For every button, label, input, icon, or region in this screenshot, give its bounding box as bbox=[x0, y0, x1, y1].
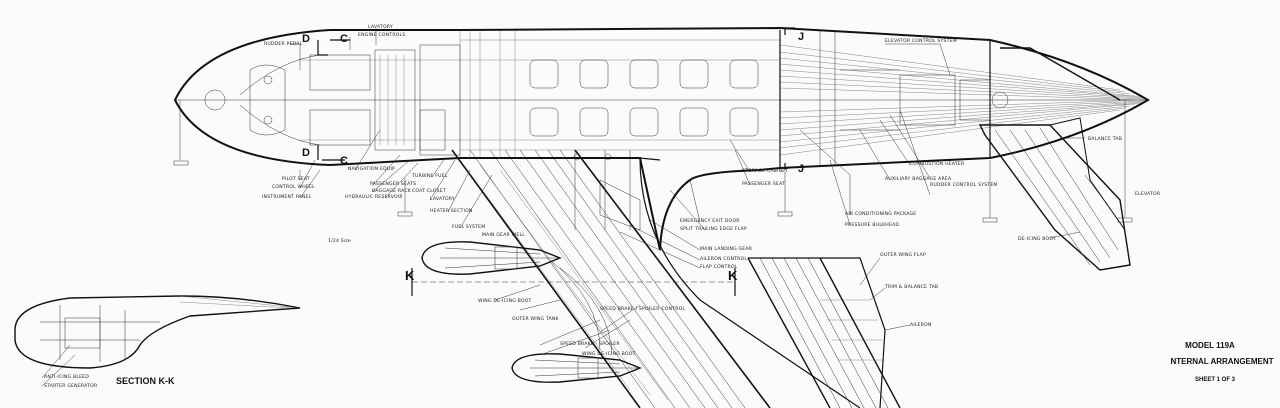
callout-control-wheel: CONTROL WHEEL bbox=[272, 184, 315, 190]
callout-aileron: AILERON bbox=[910, 322, 932, 328]
callout-elevator: ELEVATOR bbox=[1135, 191, 1161, 197]
callout-wing-deicing-boot: WING DE-ICING BOOT bbox=[478, 298, 532, 304]
callout-auxiliary-baggage: AUXILIARY BAGGAGE AREA bbox=[885, 176, 952, 182]
callout-emergency-exit: EMERGENCY EXIT DOOR bbox=[680, 218, 740, 224]
inner-wing-right bbox=[747, 257, 901, 408]
title-block-model: MODEL 119A bbox=[1185, 341, 1235, 350]
callout-outer-wing-flap: OUTER WING FLAP bbox=[880, 252, 926, 258]
fuselage bbox=[173, 26, 1150, 251]
section-marker-c-upper: C bbox=[340, 33, 348, 45]
callout-lavatory-2: LAVATORY bbox=[430, 196, 455, 202]
callout-aileron-control: AILERON CONTROL bbox=[700, 256, 747, 262]
section-marker-k-right: K bbox=[728, 268, 738, 283]
callout-main-gear-well: MAIN GEAR WELL bbox=[482, 232, 525, 238]
callout-passenger-seat: PASSENGER SEAT bbox=[742, 181, 785, 187]
scale-note: 1/24 Size bbox=[328, 238, 351, 244]
callout-coat-closet: COAT CLOSET bbox=[412, 188, 446, 194]
engine-pod-upper bbox=[421, 241, 562, 275]
callout-main-landing-gear: MAIN LANDING GEAR bbox=[700, 246, 753, 252]
horizontal-tail bbox=[978, 47, 1131, 271]
callout-baggage-rack: BAGGAGE RACK bbox=[372, 188, 412, 194]
callout-speed-brake-control: SPEED BRAKE / SPOILER CONTROL bbox=[600, 306, 685, 312]
section-markers bbox=[317, 27, 795, 296]
title-block: MODEL 119A NTERNAL ARRANGEMENT SHEET 1 O… bbox=[1170, 341, 1273, 383]
section-marker-c-lower: C bbox=[340, 155, 348, 167]
callout-wing-deicing-boot-2: WING DE-ICING BOOT bbox=[582, 351, 636, 357]
section-marker-j-upper: J bbox=[798, 31, 804, 43]
callout-elevator-control-system: ELEVATOR CONTROL SYSTEM bbox=[885, 38, 957, 44]
section-marker-j-lower: J bbox=[798, 163, 804, 175]
callout-combustion-heater: COMBUSTION HEATER bbox=[910, 161, 965, 167]
callout-passenger-seats: PASSENGER SEATS bbox=[370, 181, 416, 187]
title-block-title: NTERNAL ARRANGEMENT bbox=[1170, 357, 1273, 366]
leader-lines bbox=[41, 30, 1126, 387]
callout-speed-brake: SPEED BRAKE - SPOILER bbox=[560, 341, 620, 347]
callout-balance-tab: BALANCE TAB bbox=[1088, 136, 1122, 142]
callout-instrument-panel: INSTRUMENT PANEL bbox=[262, 194, 312, 200]
section-k-k bbox=[14, 295, 301, 369]
callout-air-conditioning: AIR CONDITIONING PACKAGE bbox=[845, 211, 916, 217]
callout-flap-control: FLAP CONTROL bbox=[700, 264, 738, 270]
callout-rudder-pedal: RUDDER PEDAL bbox=[264, 41, 303, 47]
callout-heater-section: HEATER SECTION bbox=[430, 208, 473, 214]
callout-outer-wing-tank: OUTER WING TANK bbox=[512, 316, 560, 322]
callout-trim-balance-tab: TRIM & BALANCE TAB bbox=[884, 284, 938, 290]
callout-pilot-seat: PILOT SEAT bbox=[282, 176, 310, 182]
callout-engine-controls: ENGINE CONTROLS bbox=[358, 32, 405, 38]
callout-dorsal-boot: DE-ICING BOOT bbox=[1018, 236, 1056, 242]
left-wing bbox=[451, 149, 861, 408]
title-block-sheet: SHEET 1 OF 3 bbox=[1195, 377, 1236, 383]
station-tags bbox=[173, 160, 1133, 223]
callout-lavatory: LAVATORY bbox=[368, 24, 393, 30]
callout-navigation-equip: NAVIGATION EQUIP bbox=[348, 166, 395, 172]
callout-split-trailing-edge-flap: SPLIT TRAILING EDGE FLAP bbox=[680, 226, 747, 232]
callout-turbine-fuel: TURBINE FUEL bbox=[411, 173, 448, 179]
callout-rudder-control-system: RUDDER CONTROL SYSTEM bbox=[930, 182, 998, 188]
callout-anti-icing-bleed: ANTI-ICING BLEED bbox=[44, 374, 89, 380]
callout-fuel-system: FUEL SYSTEM bbox=[452, 224, 485, 230]
engine-pod-lower bbox=[511, 353, 642, 383]
section-marker-k-left: K bbox=[405, 268, 415, 283]
callout-storage-cabinet: STORAGE CABINET bbox=[742, 168, 788, 174]
section-marker-d-upper: D bbox=[302, 33, 310, 45]
section-title: SECTION K-K bbox=[116, 376, 175, 386]
callout-pressure-bulkhead: PRESSURE BULKHEAD bbox=[845, 222, 899, 228]
callout-starter-generator: STARTER GENERATOR bbox=[44, 383, 98, 389]
section-marker-d-lower: D bbox=[302, 147, 310, 159]
callout-hydraulic-reservoir: HYDRAULIC RESERVOIR bbox=[345, 194, 403, 200]
